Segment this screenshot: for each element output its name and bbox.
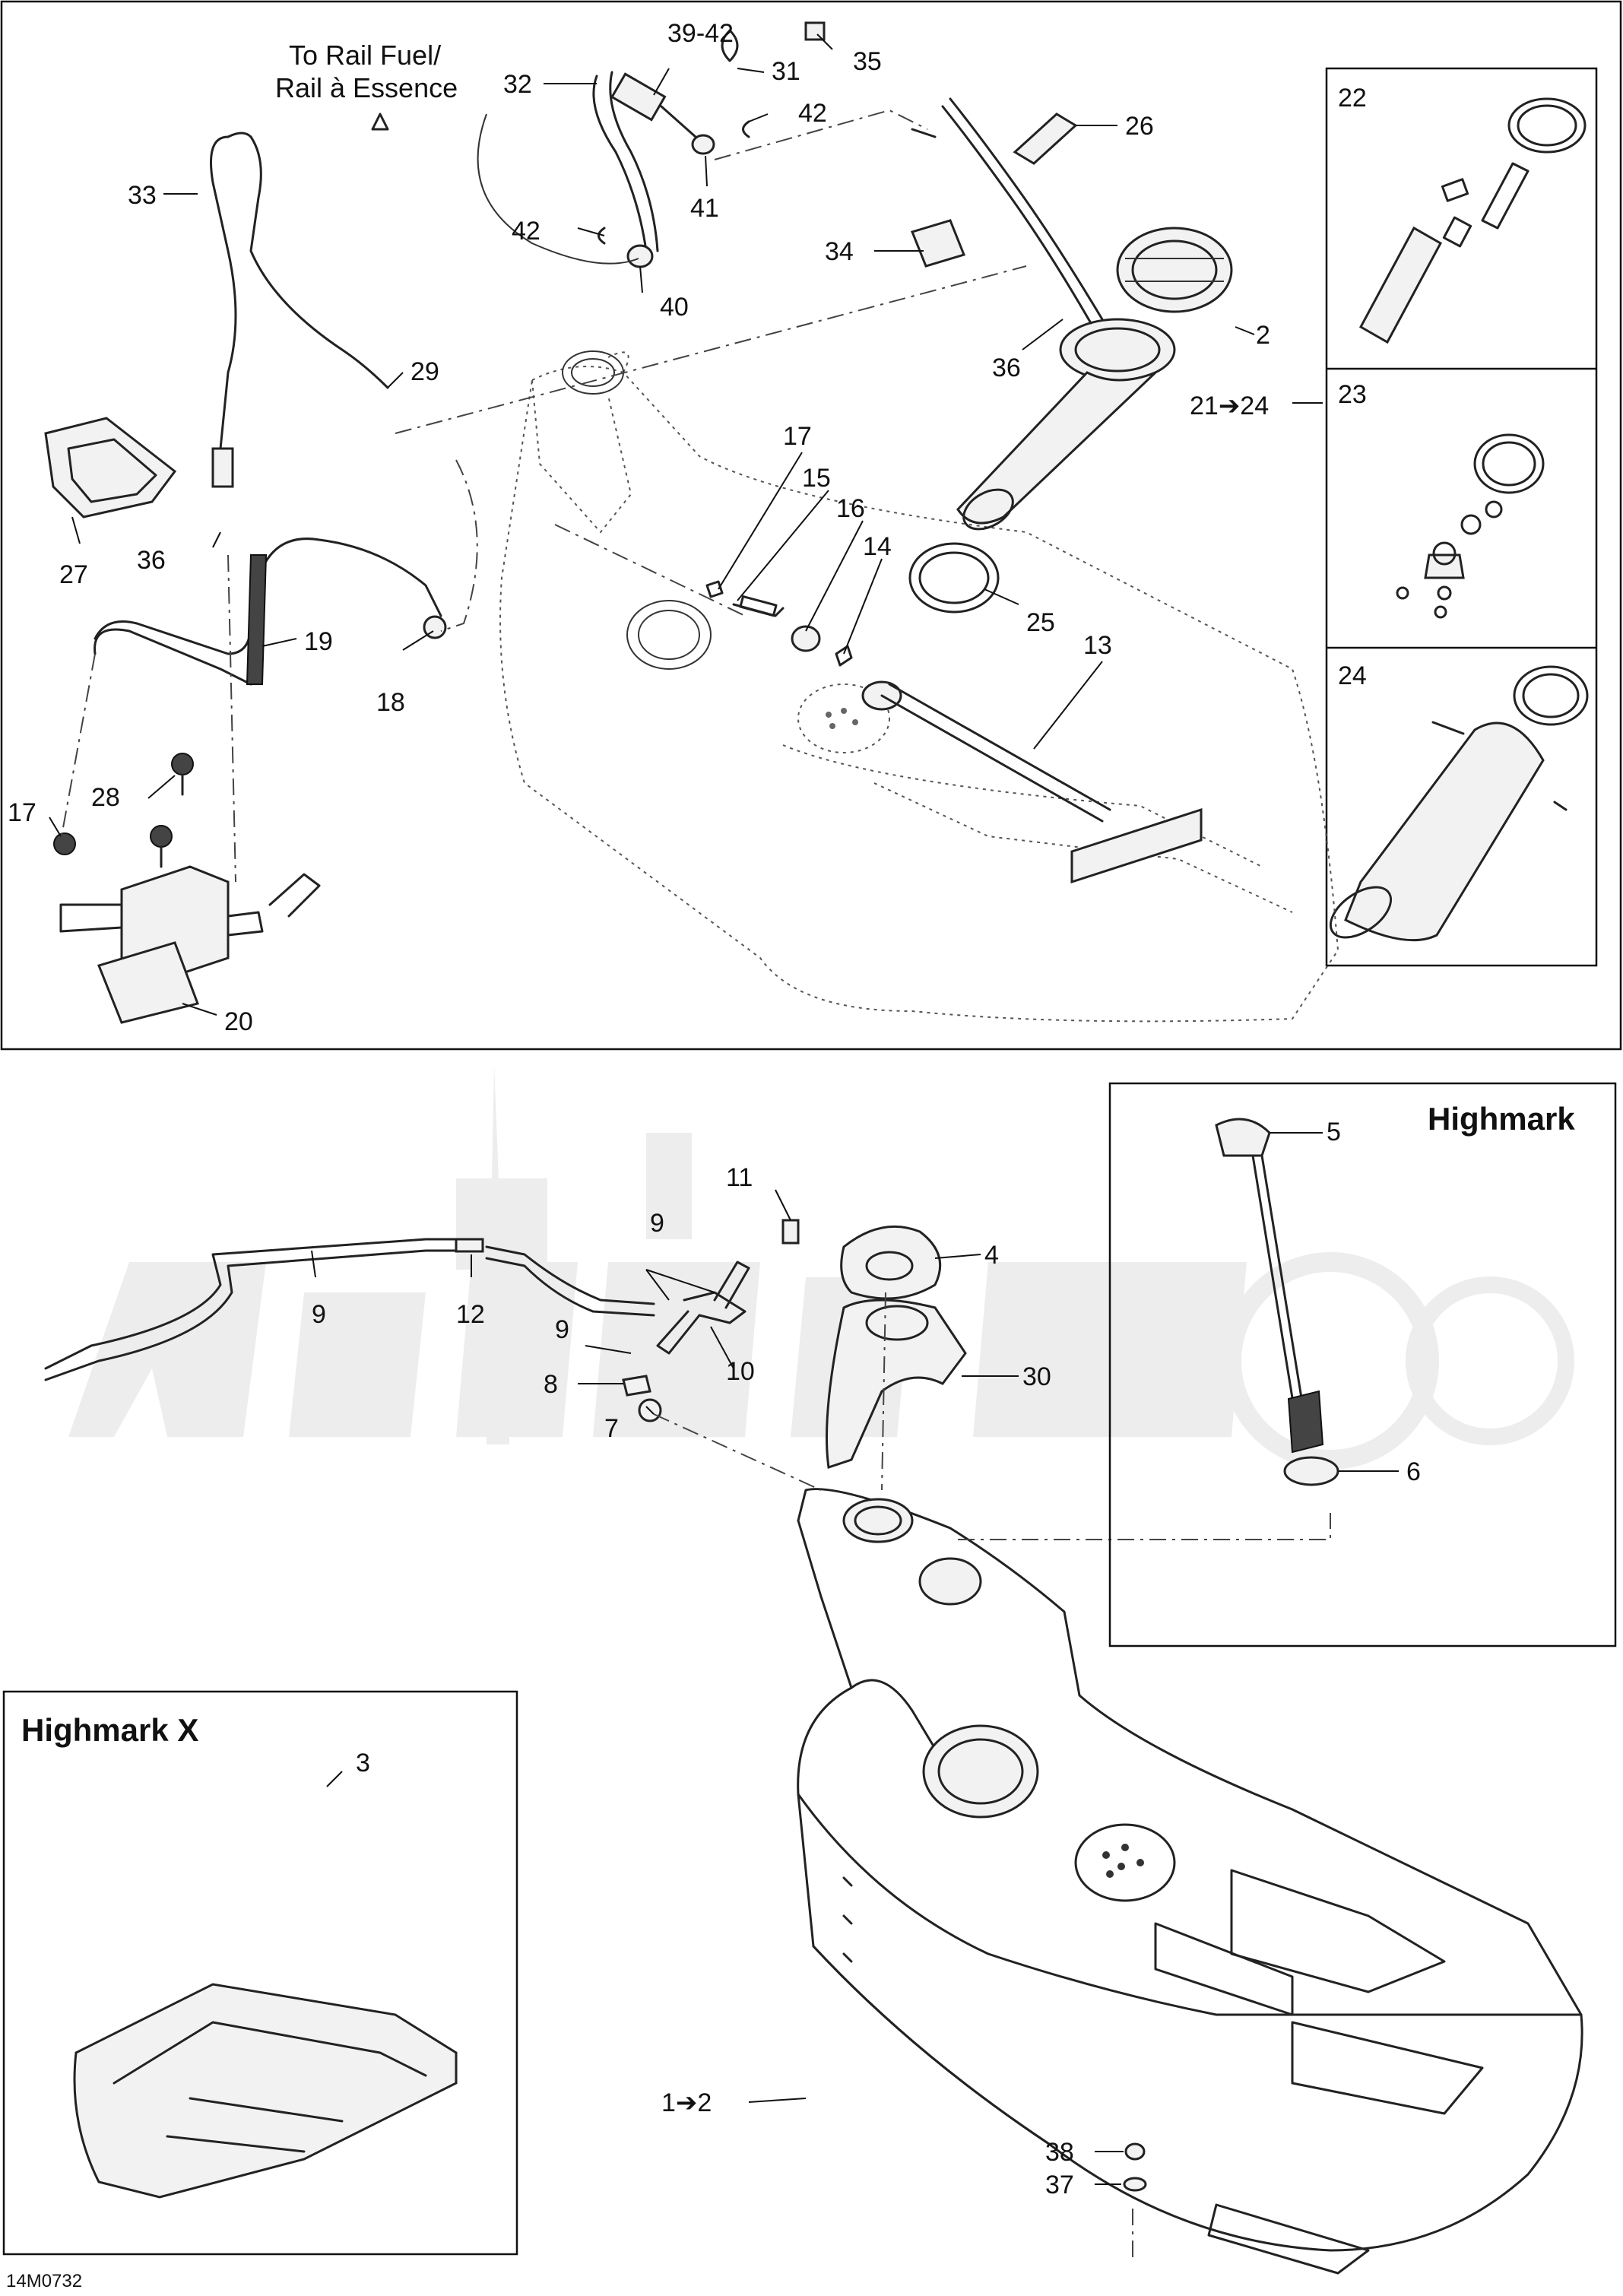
vent-hose-assembly (44, 1219, 800, 1422)
callout-20: 20 (224, 1007, 253, 1036)
callout-29: 29 (411, 357, 439, 386)
part-13-level-sensor (861, 680, 1203, 884)
callout-19: 19 (304, 627, 333, 656)
part-33-hose (210, 132, 389, 488)
callout-18: 18 (376, 688, 405, 717)
watermark (68, 1064, 1574, 1470)
callout-42b: 42 (512, 217, 540, 246)
part-22-fuel-pump (1358, 97, 1587, 344)
callout-2: 2 (1256, 321, 1270, 350)
fuel-note-line2: Rail à Essence (275, 72, 458, 103)
callout-11: 11 (726, 1163, 753, 1192)
part-19-hose (94, 538, 447, 686)
callout-3: 3 (356, 1749, 370, 1777)
callout-13: 13 (1083, 631, 1112, 660)
callout-28: 28 (91, 783, 120, 812)
upper-section-frame (0, 0, 1622, 1051)
lower-connection-lines (653, 1292, 1331, 2262)
callout-30: 30 (1022, 1362, 1051, 1391)
part-30-guard (826, 1299, 967, 1469)
callout-4: 4 (984, 1241, 999, 1270)
callout-1: 1➔2 (661, 2088, 712, 2117)
inset-group-22-24 (1325, 67, 1598, 967)
callout-39-42: 39-42 (667, 19, 734, 48)
callout-27: 27 (59, 560, 88, 589)
callout-labels: 1➔2 2 3 4 5 6 7 8 9 9 9 10 11 12 13 14 1… (8, 19, 1421, 2199)
callout-33: 33 (128, 181, 157, 210)
callout-5: 5 (1327, 1118, 1341, 1146)
inset-highmark-x-title: Highmark X (21, 1712, 198, 1748)
callout-16: 16 (836, 494, 865, 523)
callout-41: 41 (690, 194, 719, 223)
callout-32: 32 (503, 70, 532, 99)
callout-17a: 17 (783, 422, 812, 451)
callout-36a: 36 (992, 354, 1021, 382)
callout-26: 26 (1125, 112, 1154, 141)
part-24-pump-reservoir (1329, 665, 1589, 942)
callout-17b: 17 (8, 798, 36, 827)
lower-tank (797, 1488, 1583, 2275)
callout-22: 22 (1338, 84, 1367, 113)
callout-42a: 42 (798, 99, 827, 128)
fuel-line-32 (592, 21, 826, 268)
upper-small-parts (705, 580, 853, 667)
callout-38: 38 (1045, 2138, 1074, 2167)
callout-35: 35 (853, 47, 882, 76)
part-25-seal (908, 542, 1000, 614)
callout-36b: 36 (137, 546, 166, 575)
callout-25: 25 (1026, 608, 1055, 637)
callout-8: 8 (544, 1370, 558, 1399)
callout-6: 6 (1406, 1457, 1421, 1486)
callout-21: 21➔24 (1190, 392, 1269, 420)
part-23-valve-kit (1396, 433, 1545, 619)
inset-highmark-title: Highmark (1428, 1101, 1575, 1137)
part-4-cap (840, 1225, 942, 1300)
callout-23: 23 (1338, 380, 1367, 409)
callout-9c: 9 (555, 1315, 569, 1344)
callout-40: 40 (660, 293, 689, 322)
callout-31: 31 (772, 57, 800, 86)
titles: To Rail Fuel/ Rail à Essence Highmark Hi… (6, 40, 1575, 2291)
callout-7: 7 (604, 1414, 619, 1443)
leader-lines (49, 33, 1399, 2185)
part-27-bracket (44, 417, 177, 519)
callout-14: 14 (863, 532, 892, 561)
callout-15: 15 (802, 464, 831, 493)
fuel-note-line1: To Rail Fuel/ (289, 40, 441, 71)
callout-9a: 9 (650, 1209, 664, 1238)
callout-37: 37 (1045, 2171, 1074, 2199)
inset-highmark (1108, 1082, 1617, 1647)
diagram-code: 14M0732 (6, 2271, 82, 2291)
parts-37-38 (1123, 2142, 1147, 2192)
part-2-lock-ring (1116, 227, 1233, 313)
part-20-pump (53, 753, 321, 1024)
callout-12: 12 (456, 1300, 485, 1329)
callout-24: 24 (1338, 661, 1367, 690)
callout-10: 10 (726, 1357, 755, 1386)
callout-9b: 9 (312, 1300, 326, 1329)
parts-26-34 (910, 113, 1078, 268)
upper-tank-outline (499, 350, 1339, 1023)
inset-highmark-x (2, 1690, 518, 2256)
upper-connection-lines (60, 109, 1027, 883)
callout-34: 34 (825, 237, 854, 266)
part-21-pump-assembly (911, 97, 1176, 531)
